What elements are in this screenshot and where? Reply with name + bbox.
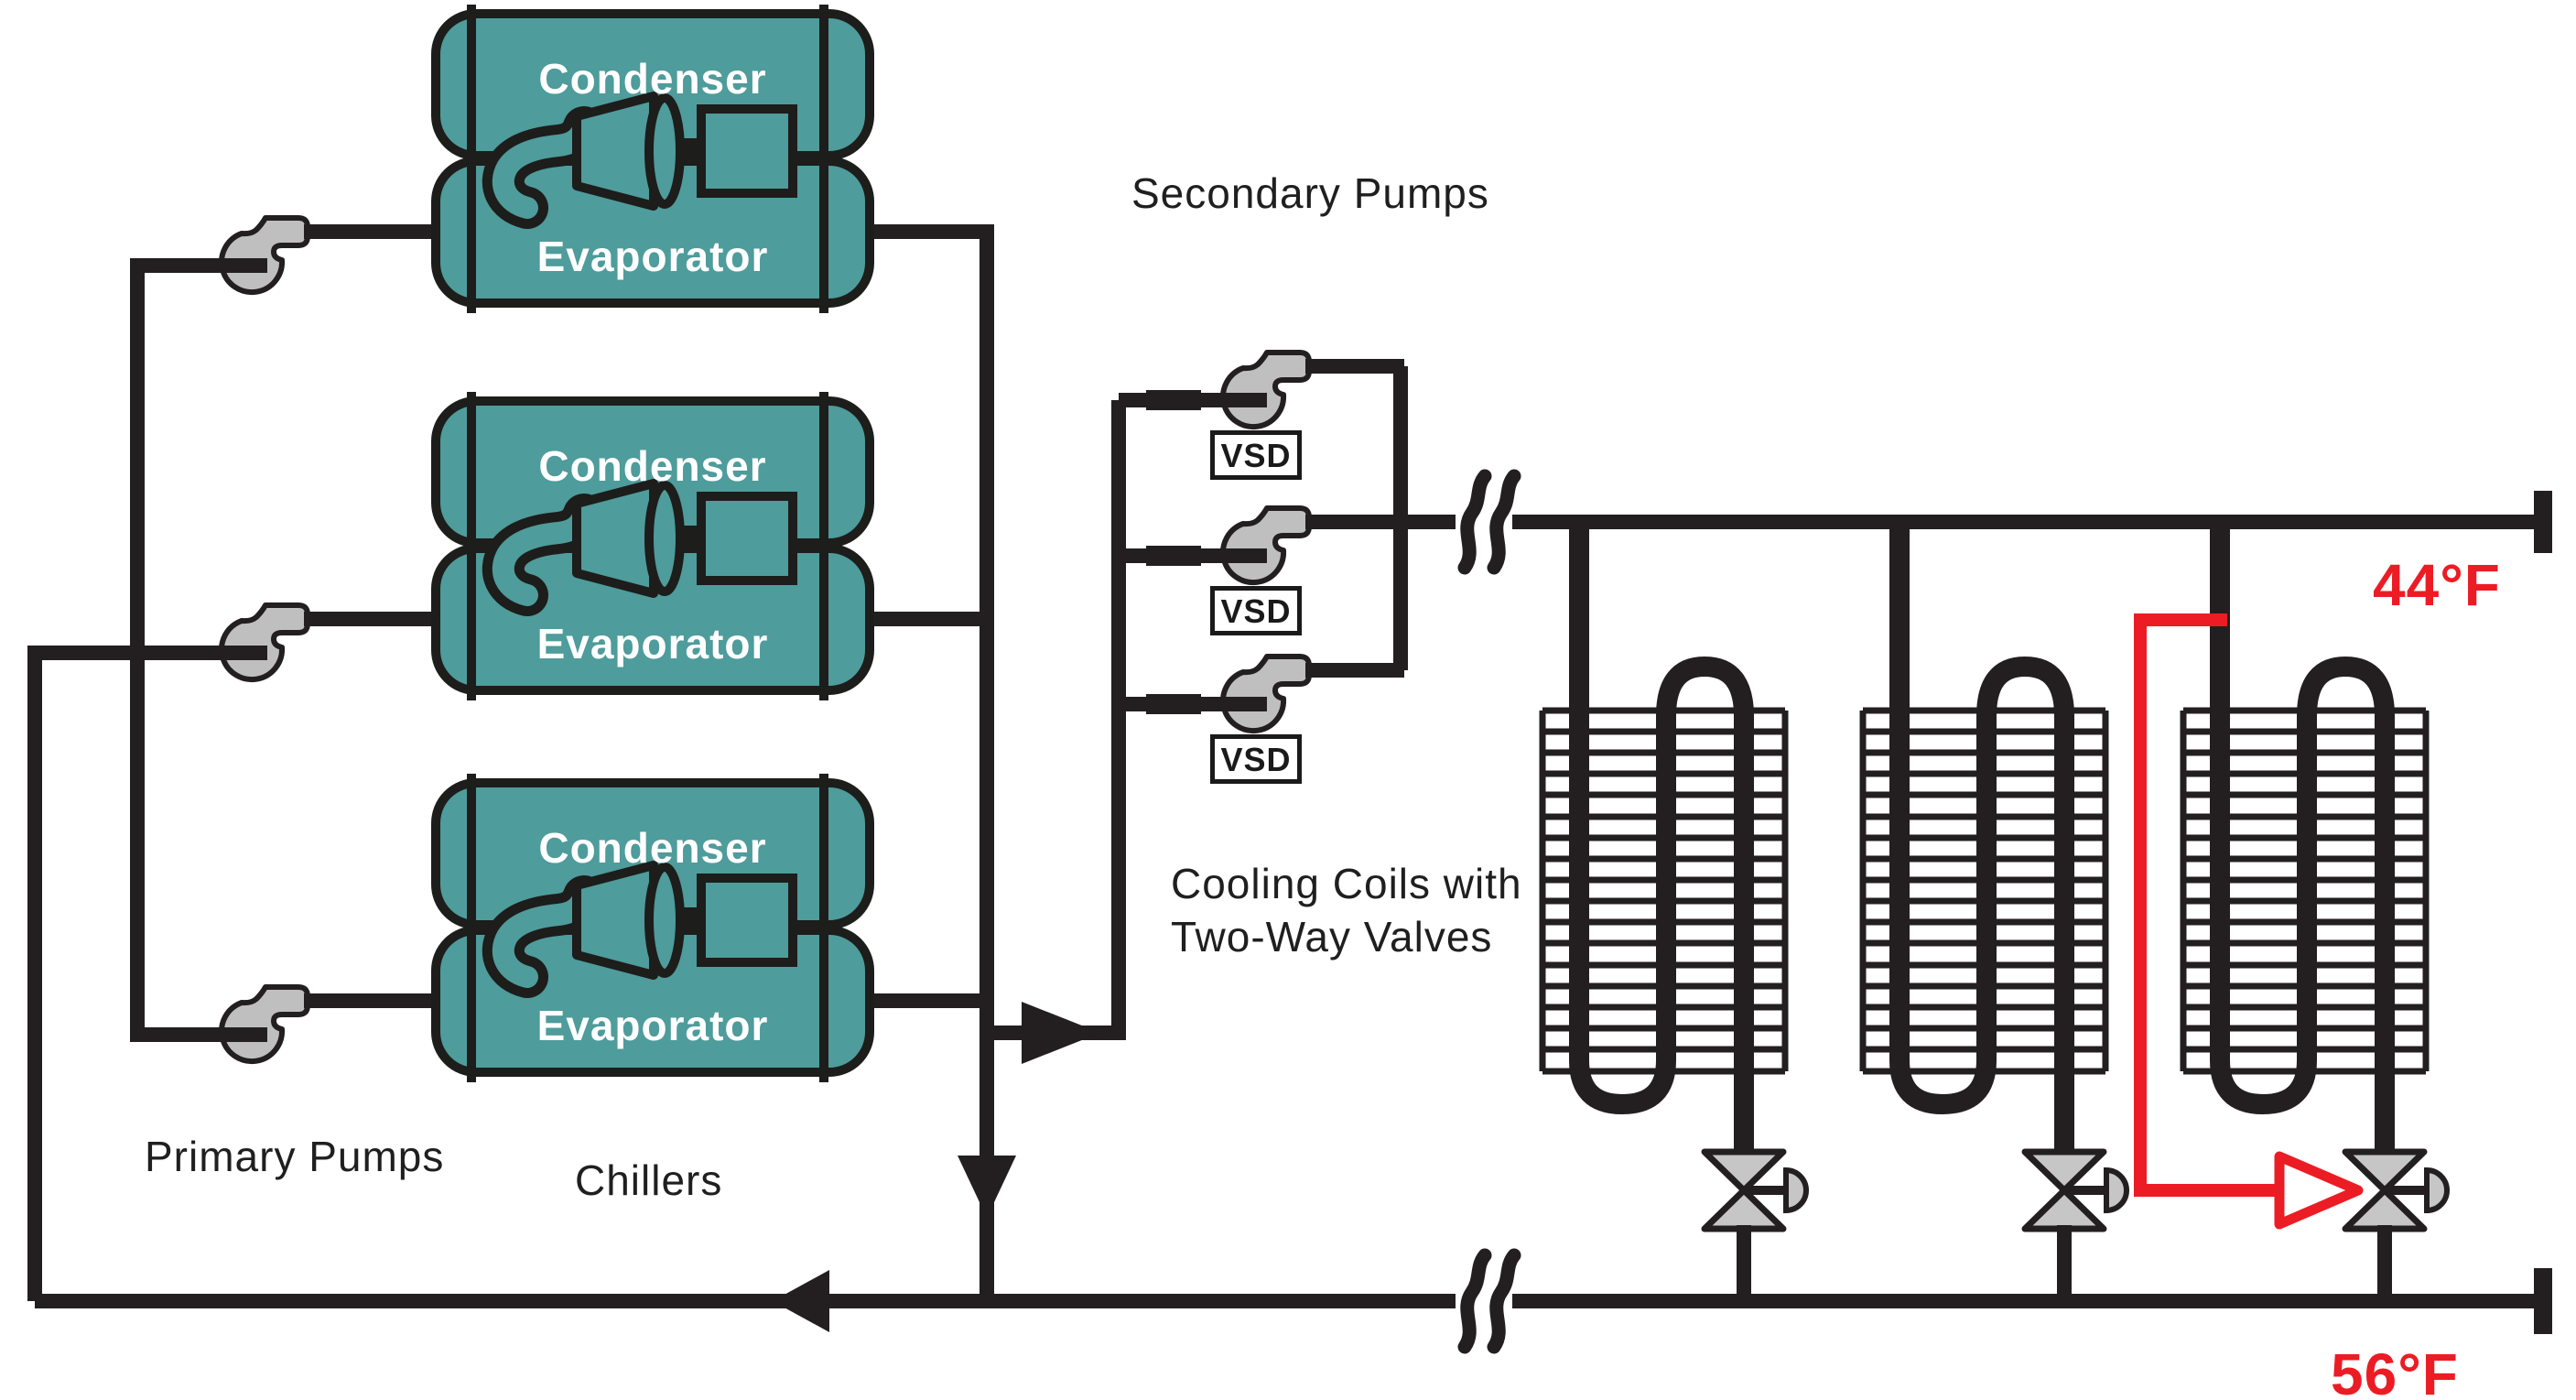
vsd-badge-1: VSD xyxy=(1210,430,1302,480)
pipe-break-icon xyxy=(1456,476,1514,568)
chiller-3-condenser-label: Condenser xyxy=(538,824,767,872)
primary-pump-2 xyxy=(222,605,308,679)
flow-arrow-icon xyxy=(958,1156,1016,1218)
vsd-badge-2: VSD xyxy=(1210,586,1302,635)
secondary-pump-2 xyxy=(1223,508,1309,582)
primary-pump-1 xyxy=(222,218,308,292)
chiller-3-evaporator-label: Evaporator xyxy=(536,1002,769,1049)
chiller-2-evaporator-label: Evaporator xyxy=(536,620,769,667)
flow-arrow-icon xyxy=(773,1270,829,1332)
pipe-unions xyxy=(1146,390,1201,714)
return-temperature: 56°F xyxy=(2331,1341,2459,1400)
cooling-coils-label-line1: Cooling Coils with xyxy=(1171,860,1522,907)
flow-arrow-icon xyxy=(1022,1002,1100,1064)
cooling-coil-2 xyxy=(1863,522,2127,1301)
chiller-2-condenser-label: Condenser xyxy=(538,442,767,490)
secondary-pump-3 xyxy=(1223,657,1309,731)
chillers-label: Chillers xyxy=(575,1156,723,1204)
chilled-water-supply-header xyxy=(868,224,994,1301)
primary-pump-3 xyxy=(222,987,308,1061)
pipe-break-icon xyxy=(1456,1255,1514,1347)
chiller-1-evaporator-label: Evaporator xyxy=(536,233,769,280)
control-signal-highlight xyxy=(2134,613,2364,1230)
supply-temperature: 44°F xyxy=(2373,552,2501,618)
piping xyxy=(27,224,2543,1308)
primary-return-header-outer xyxy=(27,646,267,1301)
cooling-coil-1 xyxy=(1542,522,1806,1301)
primary-pumps-label: Primary Pumps xyxy=(145,1133,445,1180)
return-end-cap xyxy=(2534,1268,2552,1334)
flow-arrows xyxy=(773,1002,1100,1332)
secondary-suction-header xyxy=(994,400,1126,1040)
control-arrow-icon xyxy=(2274,1151,2364,1230)
secondary-pump-1 xyxy=(1223,353,1309,427)
chiller-1-condenser-label: Condenser xyxy=(538,55,767,103)
supply-end-cap xyxy=(2534,491,2552,553)
vsd-badge-3: VSD xyxy=(1210,734,1302,784)
secondary-pumps-label: Secondary Pumps xyxy=(1131,169,1489,217)
cooling-coils-label-line2: Two-Way Valves xyxy=(1171,913,1493,960)
